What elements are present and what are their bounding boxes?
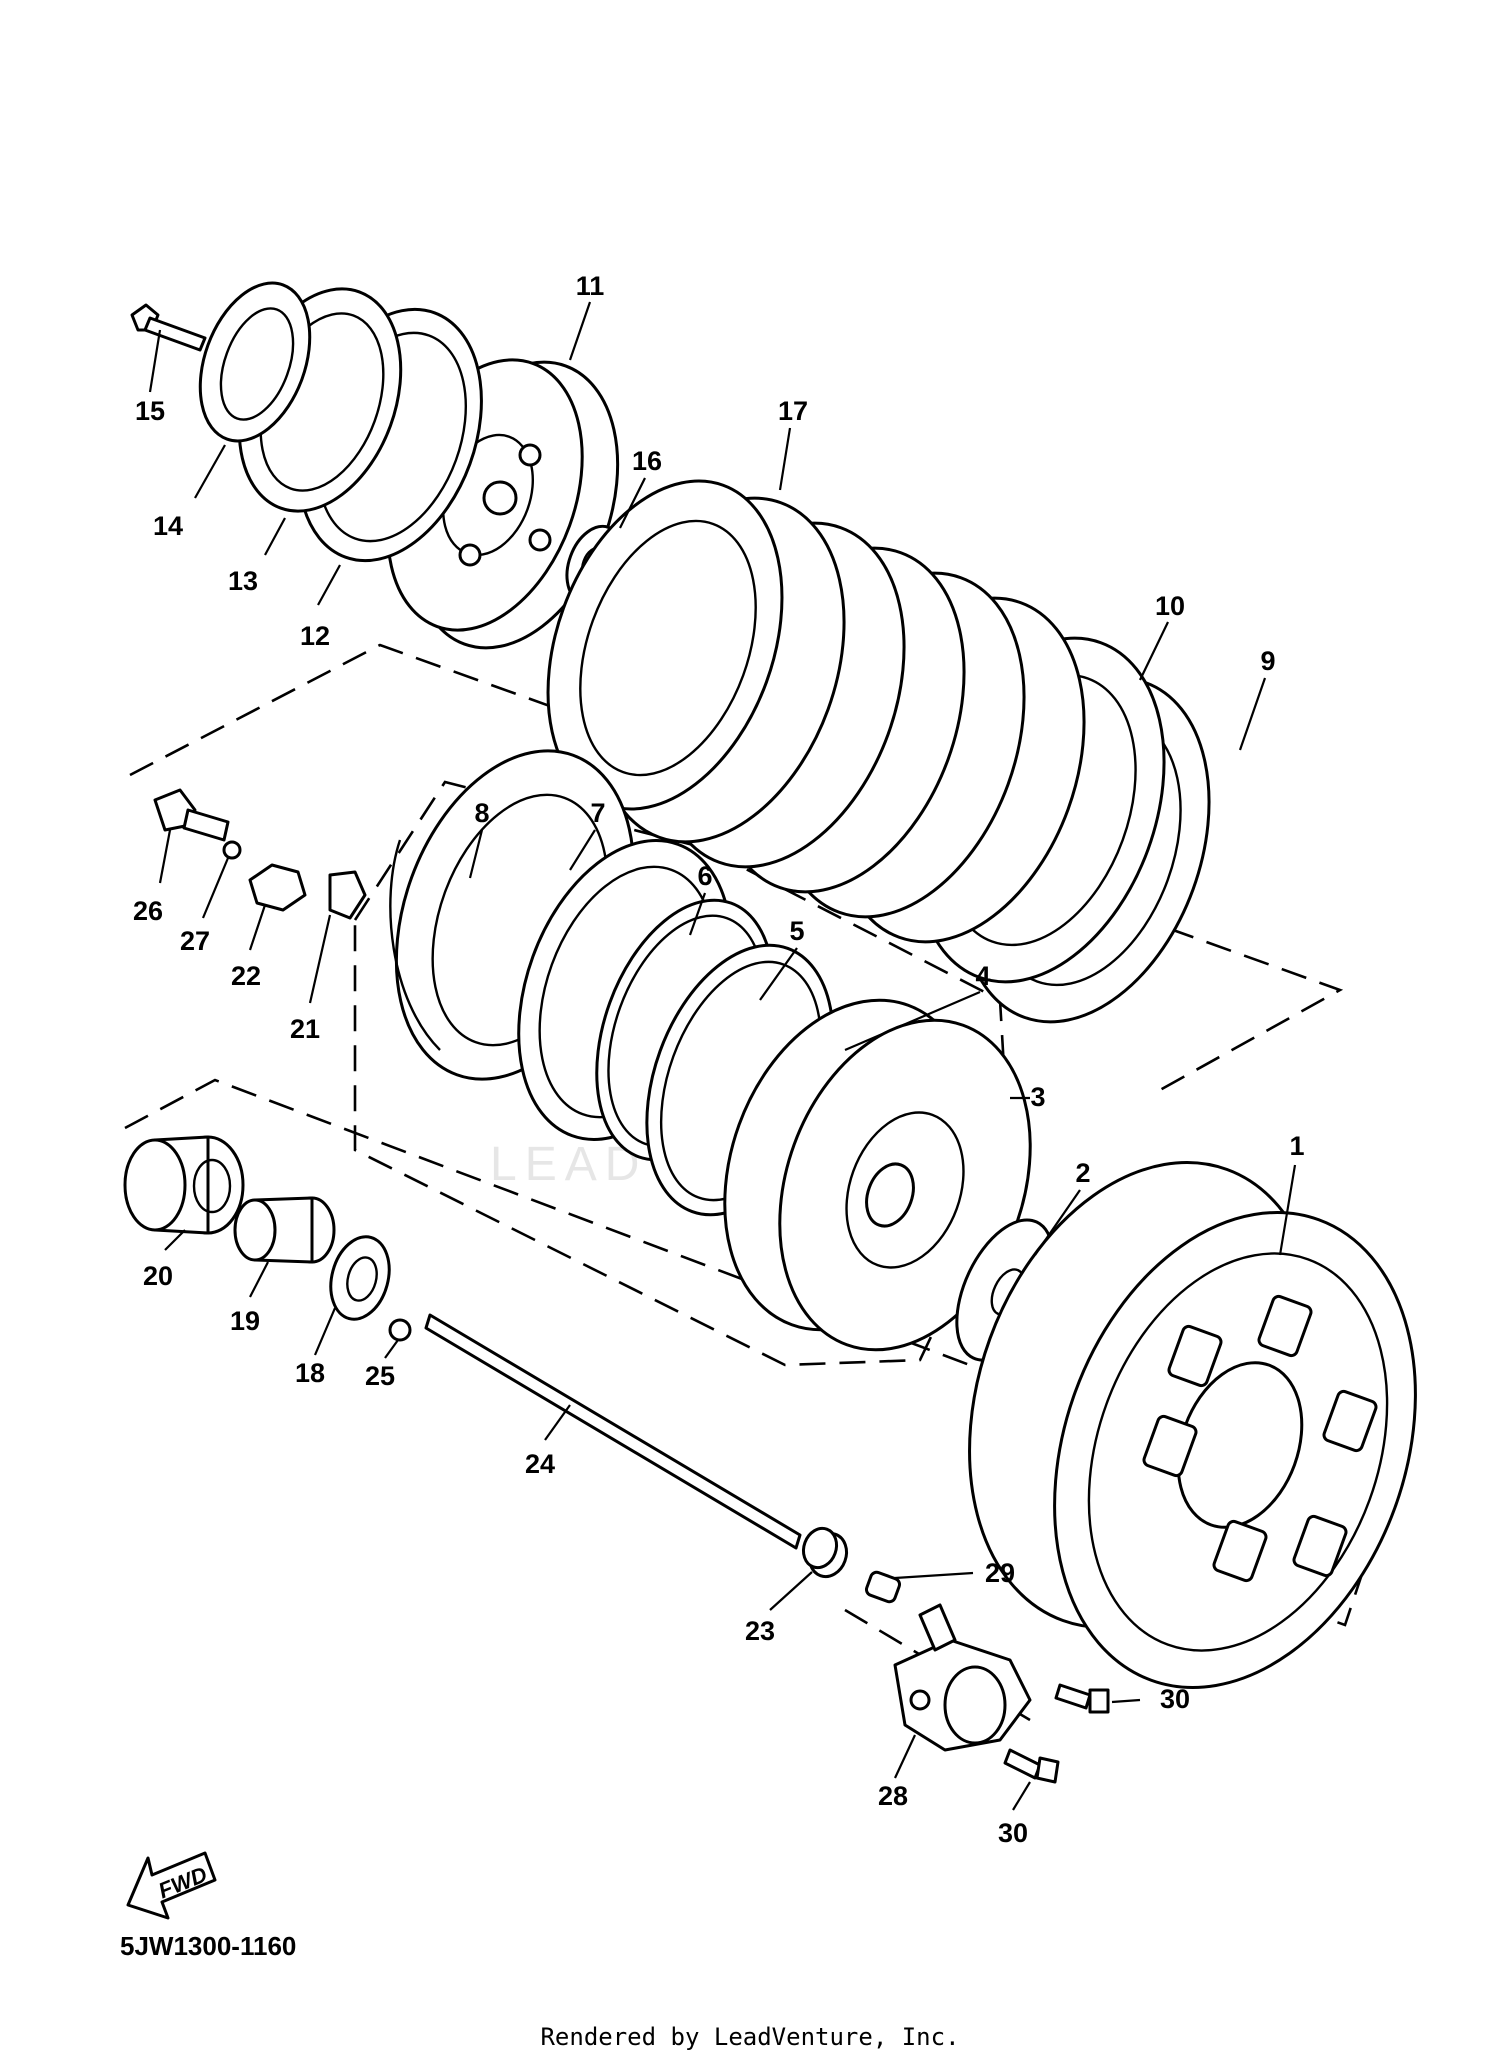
callout-28: 28 — [878, 1781, 908, 1811]
bushing — [233, 1196, 336, 1264]
clutch-housing — [968, 1161, 1417, 1689]
dowel-pin — [864, 1570, 902, 1604]
callout-22: 22 — [231, 961, 261, 991]
retainer-plate — [198, 281, 312, 443]
callout-14: 14 — [153, 511, 183, 541]
bolt-upper — [1054, 1683, 1092, 1710]
bolt-lower — [1003, 1748, 1042, 1780]
render-credit: Rendered by LeadVenture, Inc. — [540, 2023, 959, 2051]
callout-7: 7 — [590, 798, 605, 828]
collar — [123, 1135, 245, 1235]
callout-15: 15 — [135, 396, 165, 426]
pull-rod-bolt — [153, 788, 230, 842]
callout-29: 29 — [985, 1558, 1015, 1588]
callout-27: 27 — [180, 926, 210, 956]
callout-12: 12 — [300, 621, 330, 651]
callout-10: 10 — [1155, 591, 1185, 621]
ball — [388, 1318, 412, 1342]
callout-4: 4 — [975, 961, 990, 991]
callout-30-upper: 30 — [1160, 1684, 1190, 1714]
fwd-arrow-icon: FWD — [126, 1851, 217, 1920]
callout-6: 6 — [697, 861, 712, 891]
lock-washer — [328, 870, 367, 920]
release-cylinder — [893, 1603, 1032, 1752]
callout-11: 11 — [576, 271, 605, 301]
oil-seal — [329, 1235, 391, 1321]
callout-9: 9 — [1260, 646, 1275, 676]
upper-assembly-outline — [129, 643, 1344, 1092]
callout-24: 24 — [525, 1449, 555, 1479]
callout-18: 18 — [295, 1358, 325, 1388]
callout-5: 5 — [789, 916, 804, 946]
callout-3: 3 — [1030, 1082, 1045, 1112]
push-rod — [424, 1313, 802, 1550]
callout-8: 8 — [474, 798, 489, 828]
callout-1: 1 — [1289, 1131, 1304, 1161]
clutch-boss — [723, 998, 1032, 1352]
callout-21: 21 — [290, 1014, 320, 1044]
locknut — [248, 863, 307, 912]
callout-30-lower: 30 — [998, 1818, 1028, 1848]
callout-17: 17 — [778, 396, 808, 426]
callout-2: 2 — [1075, 1158, 1090, 1188]
callout-23: 23 — [745, 1616, 775, 1646]
diagram-code: 5JW1300-1160 — [120, 1931, 296, 1961]
callout-19: 19 — [230, 1306, 260, 1336]
callout-16: 16 — [632, 446, 662, 476]
o-ring — [222, 840, 242, 860]
callout-25: 25 — [365, 1361, 395, 1391]
callout-20: 20 — [143, 1261, 173, 1291]
callout-13: 13 — [228, 566, 258, 596]
friction-plate-stack — [546, 479, 1211, 1024]
bolt — [130, 303, 207, 352]
callout-26: 26 — [133, 896, 163, 926]
wire-circlip — [389, 839, 441, 1051]
